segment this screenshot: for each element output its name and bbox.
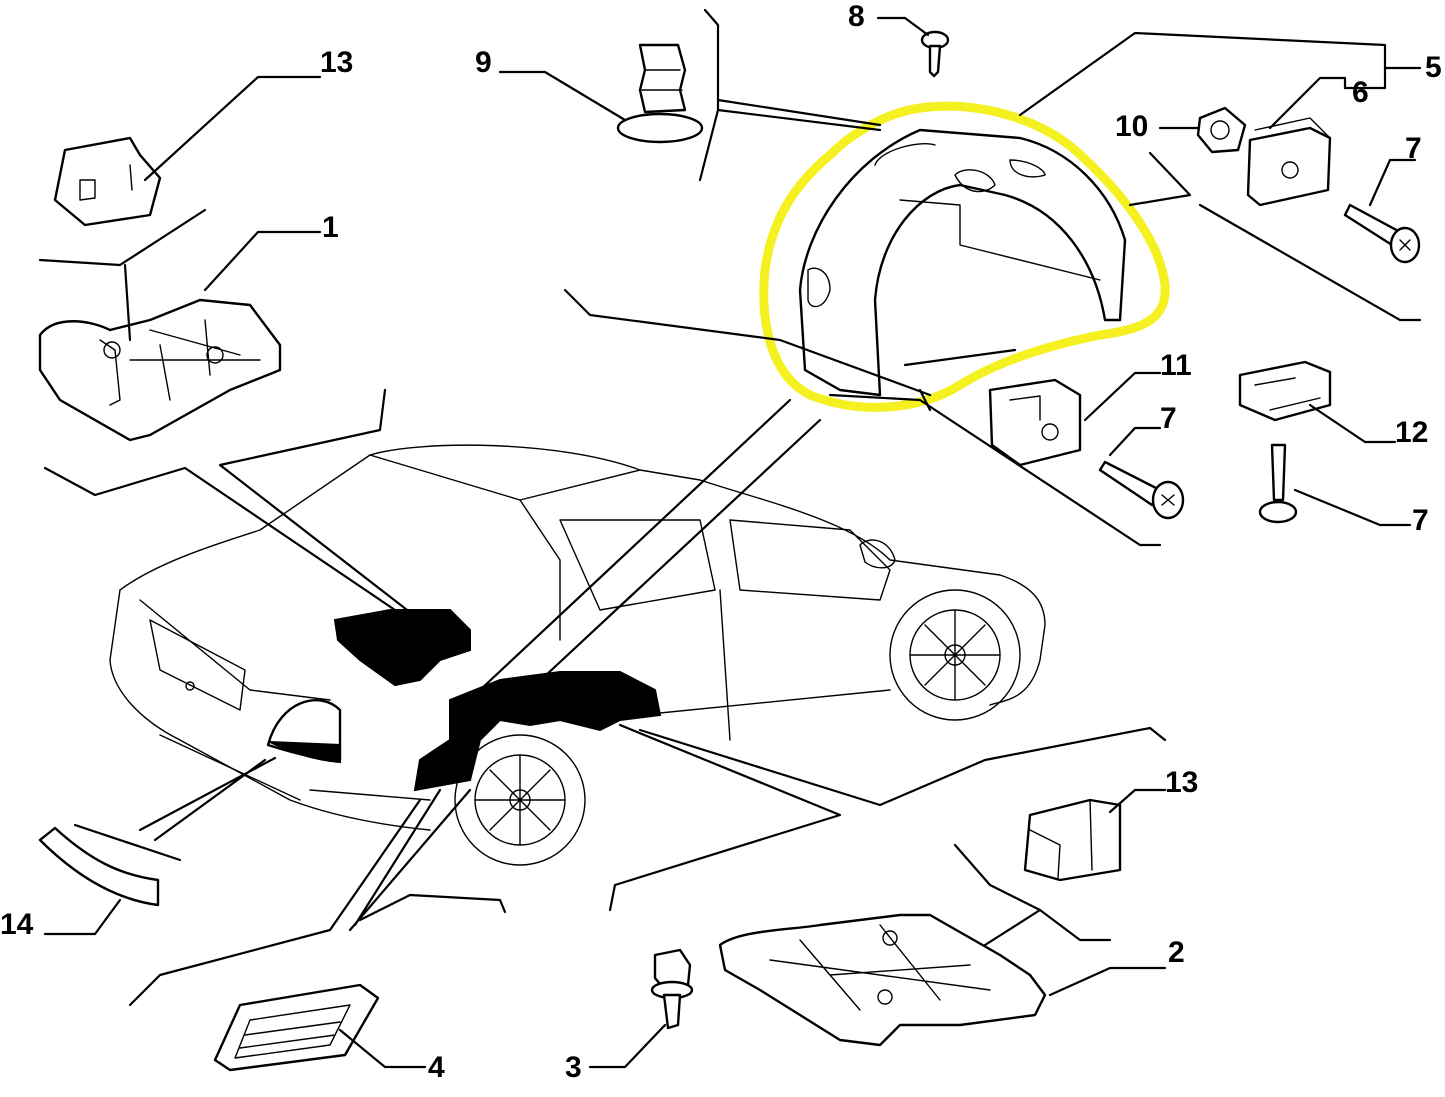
callout-10: 10	[1115, 110, 1148, 143]
part-4-grille	[213, 983, 380, 1072]
callout-7c: 7	[1412, 504, 1429, 537]
part-11-clip	[988, 378, 1082, 467]
part-9-push-fastener	[616, 43, 704, 144]
callout-13a: 13	[320, 46, 353, 79]
callout-13b: 13	[1165, 766, 1198, 799]
part-14-trim-strip	[38, 826, 160, 907]
callout-8: 8	[848, 0, 865, 33]
callout-6: 6	[1352, 76, 1369, 109]
part-10-nut	[1196, 106, 1247, 154]
part-1-tray	[38, 298, 282, 442]
part-12-spring-nut	[1238, 360, 1332, 422]
part-8-screw	[920, 30, 950, 78]
callout-1: 1	[322, 211, 339, 244]
leader-lines	[38, 8, 1422, 1069]
part-7-screw-c	[1258, 443, 1298, 524]
highlight-outline	[759, 101, 1170, 412]
callout-5: 5	[1425, 51, 1442, 84]
callout-7b: 7	[1160, 402, 1177, 435]
part-7-screw-a	[1343, 203, 1421, 264]
callout-2: 2	[1168, 936, 1185, 969]
callout-11: 11	[1160, 349, 1192, 382]
part-7-screw-b	[1098, 460, 1185, 520]
car-illustration	[109, 444, 1046, 866]
part-3-bolt	[650, 948, 694, 1030]
wheel-arch-liner	[798, 128, 1127, 397]
callout-12: 12	[1395, 416, 1428, 449]
part-13-clip-bottom	[1023, 798, 1122, 882]
callout-3: 3	[565, 1051, 582, 1084]
callout-7a: 7	[1405, 132, 1422, 165]
part-13-clip-top	[53, 136, 162, 227]
callout-9: 9	[475, 46, 492, 79]
part-2-tray	[718, 913, 1047, 1047]
callout-14: 14	[0, 908, 34, 941]
part-6-spring-clip	[1246, 117, 1332, 207]
callout-4: 4	[428, 1051, 445, 1084]
